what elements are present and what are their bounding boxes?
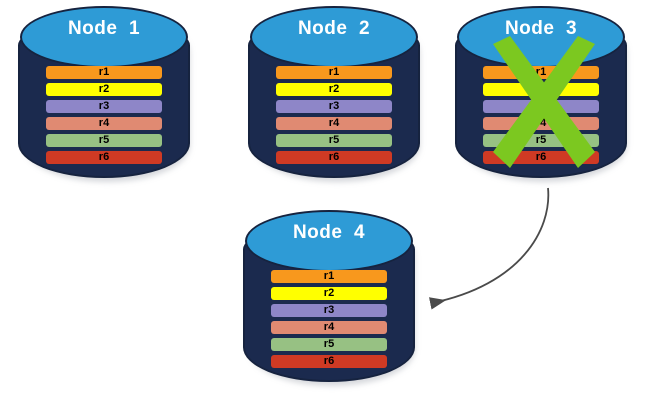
node-3[interactable]: Node 3 r1 r2 r3 r4 r5 r6 (455, 4, 627, 182)
node-1[interactable]: Node 1 r1 r2 r3 r4 r5 r6 (18, 4, 190, 182)
record-r4[interactable]: r4 (271, 321, 387, 334)
node-4[interactable]: Node 4 r1 r2 r3 r4 r5 r6 (243, 208, 415, 386)
record-r2[interactable]: r2 (271, 287, 387, 300)
record-r5[interactable]: r5 (46, 134, 162, 147)
record-r1[interactable]: r1 (276, 66, 392, 79)
node-title: Node 4 (292, 222, 366, 243)
record-r3[interactable]: r3 (46, 100, 162, 113)
record-r1[interactable]: r1 (483, 66, 599, 79)
record-r2[interactable]: r2 (483, 83, 599, 96)
record-list: r1 r2 r3 r4 r5 r6 (271, 270, 387, 368)
record-r5[interactable]: r5 (483, 134, 599, 147)
record-r2[interactable]: r2 (46, 83, 162, 96)
cylinder-top-ellipse (245, 210, 413, 272)
record-r4[interactable]: r4 (46, 117, 162, 130)
record-r3[interactable]: r3 (271, 304, 387, 317)
record-r1[interactable]: r1 (46, 66, 162, 79)
record-r6[interactable]: r6 (46, 151, 162, 164)
record-r3[interactable]: r3 (276, 100, 392, 113)
record-list: r1 r2 r3 r4 r5 r6 (46, 66, 162, 164)
record-r3[interactable]: r3 (483, 100, 599, 113)
record-r5[interactable]: r5 (271, 338, 387, 351)
node-title: Node 1 (67, 18, 141, 39)
node-title: Node 2 (297, 18, 371, 39)
record-r5[interactable]: r5 (276, 134, 392, 147)
record-r4[interactable]: r4 (276, 117, 392, 130)
record-r1[interactable]: r1 (271, 270, 387, 283)
record-list: r1 r2 r3 r4 r5 r6 (276, 66, 392, 164)
record-r6[interactable]: r6 (271, 355, 387, 368)
node-2[interactable]: Node 2 r1 r2 r3 r4 r5 r6 (248, 4, 420, 182)
node-title: Node 3 (504, 18, 578, 39)
record-r6[interactable]: r6 (276, 151, 392, 164)
record-list: r1 r2 r3 r4 r5 r6 (483, 66, 599, 164)
record-r2[interactable]: r2 (276, 83, 392, 96)
record-r4[interactable]: r4 (483, 117, 599, 130)
record-r6[interactable]: r6 (483, 151, 599, 164)
